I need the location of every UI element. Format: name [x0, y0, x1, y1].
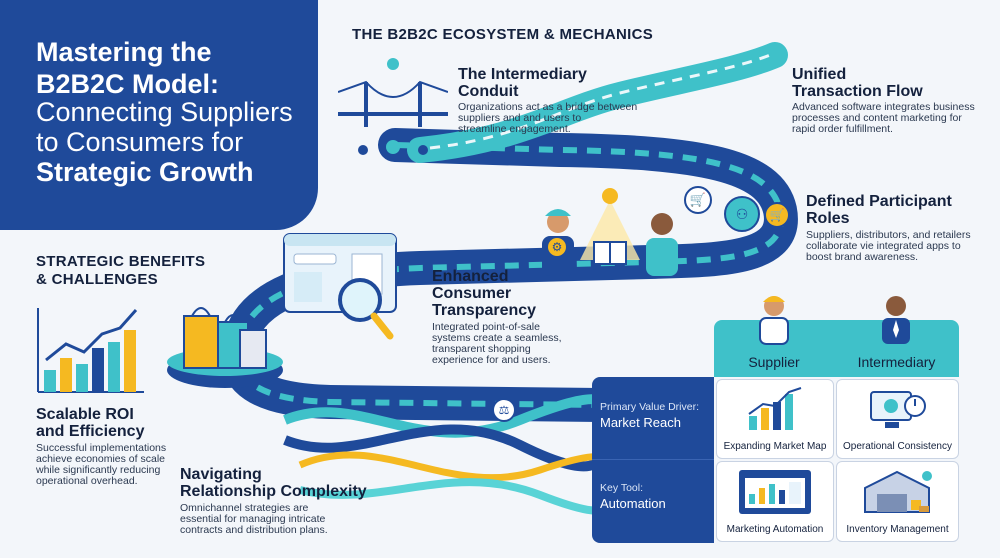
roles-body-2: collaborate vie integrated apps to — [806, 240, 961, 252]
org-chart-icon: ⚇ — [724, 196, 760, 232]
gear-icon: ⚙ — [548, 238, 566, 256]
transaction-body-2: processes and content marketing for — [792, 112, 962, 124]
cell-expanding-market-map: Expanding Market Map — [716, 379, 834, 459]
transparency-title-3: Transparency — [432, 302, 537, 319]
cell-operational-consistency: Operational Consistency — [836, 379, 959, 459]
cell-marketing-automation: Marketing Automation — [716, 461, 834, 542]
row1-label: Primary Value Driver: — [600, 401, 699, 413]
location-pin-icon — [922, 471, 932, 481]
roles-title-2: Roles — [806, 210, 850, 227]
transparency-body-4: experience for and users. — [432, 354, 551, 366]
row2-label: Key Tool: — [600, 482, 643, 494]
cell-caption-4: Inventory Management — [846, 524, 949, 535]
teal-ramp — [407, 42, 788, 163]
dashboard-icon — [739, 470, 811, 514]
market-chart-icon — [748, 387, 802, 430]
cart-icon-yellow: 🛒 — [764, 202, 790, 228]
transaction-title-1: Unified — [792, 66, 847, 83]
intermediary-body-2: suppliers and and users to — [458, 112, 582, 124]
transaction-body-1: Advanced software integrates business — [792, 101, 975, 113]
title-line-5: Strategic Growth — [36, 157, 254, 187]
transparency-title-1: Enhanced — [432, 268, 509, 285]
shopping-bag-icon — [183, 307, 267, 369]
intermediary-avatar — [882, 296, 910, 344]
roi-body-1: Successful implementations — [36, 442, 167, 454]
roi-title-2: and Efficiency — [36, 423, 145, 440]
title-line-3: Connecting Suppliers — [36, 97, 293, 127]
cell-caption-2: Operational Consistency — [843, 441, 952, 452]
benefits-heading-1: STRATEGIC BENEFITS — [36, 253, 206, 270]
cell-caption-3: Marketing Automation — [726, 524, 824, 535]
supplier-label: Supplier — [748, 354, 800, 370]
cell-caption-1: Expanding Market Map — [723, 441, 827, 452]
complexity-title-1: Navigating — [180, 466, 262, 483]
intermediary-title-2: Conduit — [458, 83, 519, 100]
title-line-4: to Consumers for — [36, 127, 244, 157]
row-key-tool: Key Tool: Automation — [592, 459, 714, 543]
row2-value: Automation — [600, 496, 666, 511]
complexity-body-2: essential for managing intricate — [180, 513, 326, 525]
transparency-title-2: Consumer — [432, 285, 512, 302]
intermediary-body-3: streamline engagement. — [458, 123, 571, 135]
warehouse-icon — [864, 470, 932, 513]
intermediary-title-1: The Intermediary — [458, 66, 587, 83]
roles-title-1: Defined Participant — [806, 193, 952, 210]
cell-inventory-management: Inventory Management — [836, 461, 959, 542]
roi-title-1: Scalable ROI — [36, 406, 134, 423]
bridge-icon — [338, 58, 448, 155]
role-matrix: Supplier Intermediary Primary Value Driv… — [592, 296, 959, 543]
complexity-body-1: Omnichannel strategies are — [180, 502, 309, 514]
supplier-avatar — [759, 296, 789, 345]
row1-value: Market Reach — [600, 415, 681, 430]
roi-body-3: while significantly reducing — [36, 464, 161, 476]
bar-chart-icon — [37, 308, 144, 393]
participants-illustration — [542, 188, 678, 276]
transparency-body-3: transparent shopping — [432, 343, 531, 355]
transparency-body-2: systems create a seamless, — [432, 332, 562, 344]
roi-body-4: operational overhead. — [36, 475, 138, 487]
transaction-title-2: Transaction Flow — [792, 83, 923, 100]
stopwatch-icon — [870, 391, 926, 428]
roles-body-1: Suppliers, distributors, and retailers — [806, 229, 971, 241]
complexity-title-2: Relationship Complexity — [180, 483, 367, 500]
roi-body-2: achieve economies of scale — [36, 453, 165, 465]
magnifier-icon — [338, 278, 382, 322]
browser-icon — [283, 233, 397, 340]
intermediary-label: Intermediary — [857, 354, 936, 370]
roles-body-3: boost brand awareness. — [806, 251, 919, 263]
complexity-body-3: contracts and distribution plans. — [180, 524, 328, 536]
row-value-driver: Primary Value Driver: Market Reach — [592, 377, 714, 459]
title-line-1: Mastering the — [36, 37, 212, 67]
title-panel: Mastering the B2B2C Model: Connecting Su… — [0, 0, 318, 230]
balance-scale-icon: ⚖ — [492, 398, 516, 422]
transparency-body-1: Integrated point-of-sale — [432, 321, 540, 333]
transaction-body-3: rapid order fulfillment. — [792, 123, 893, 135]
ecosystem-heading: THE B2B2C ECOSYSTEM & MECHANICS — [352, 26, 654, 43]
intermediary-body-1: Organizations act as a bridge between — [458, 101, 638, 113]
cart-icon: 🛒 — [684, 186, 712, 214]
benefits-heading-2: & CHALLENGES — [36, 271, 158, 288]
ramp-lane — [429, 51, 776, 150]
title-line-2: B2B2C Model: — [36, 69, 220, 99]
